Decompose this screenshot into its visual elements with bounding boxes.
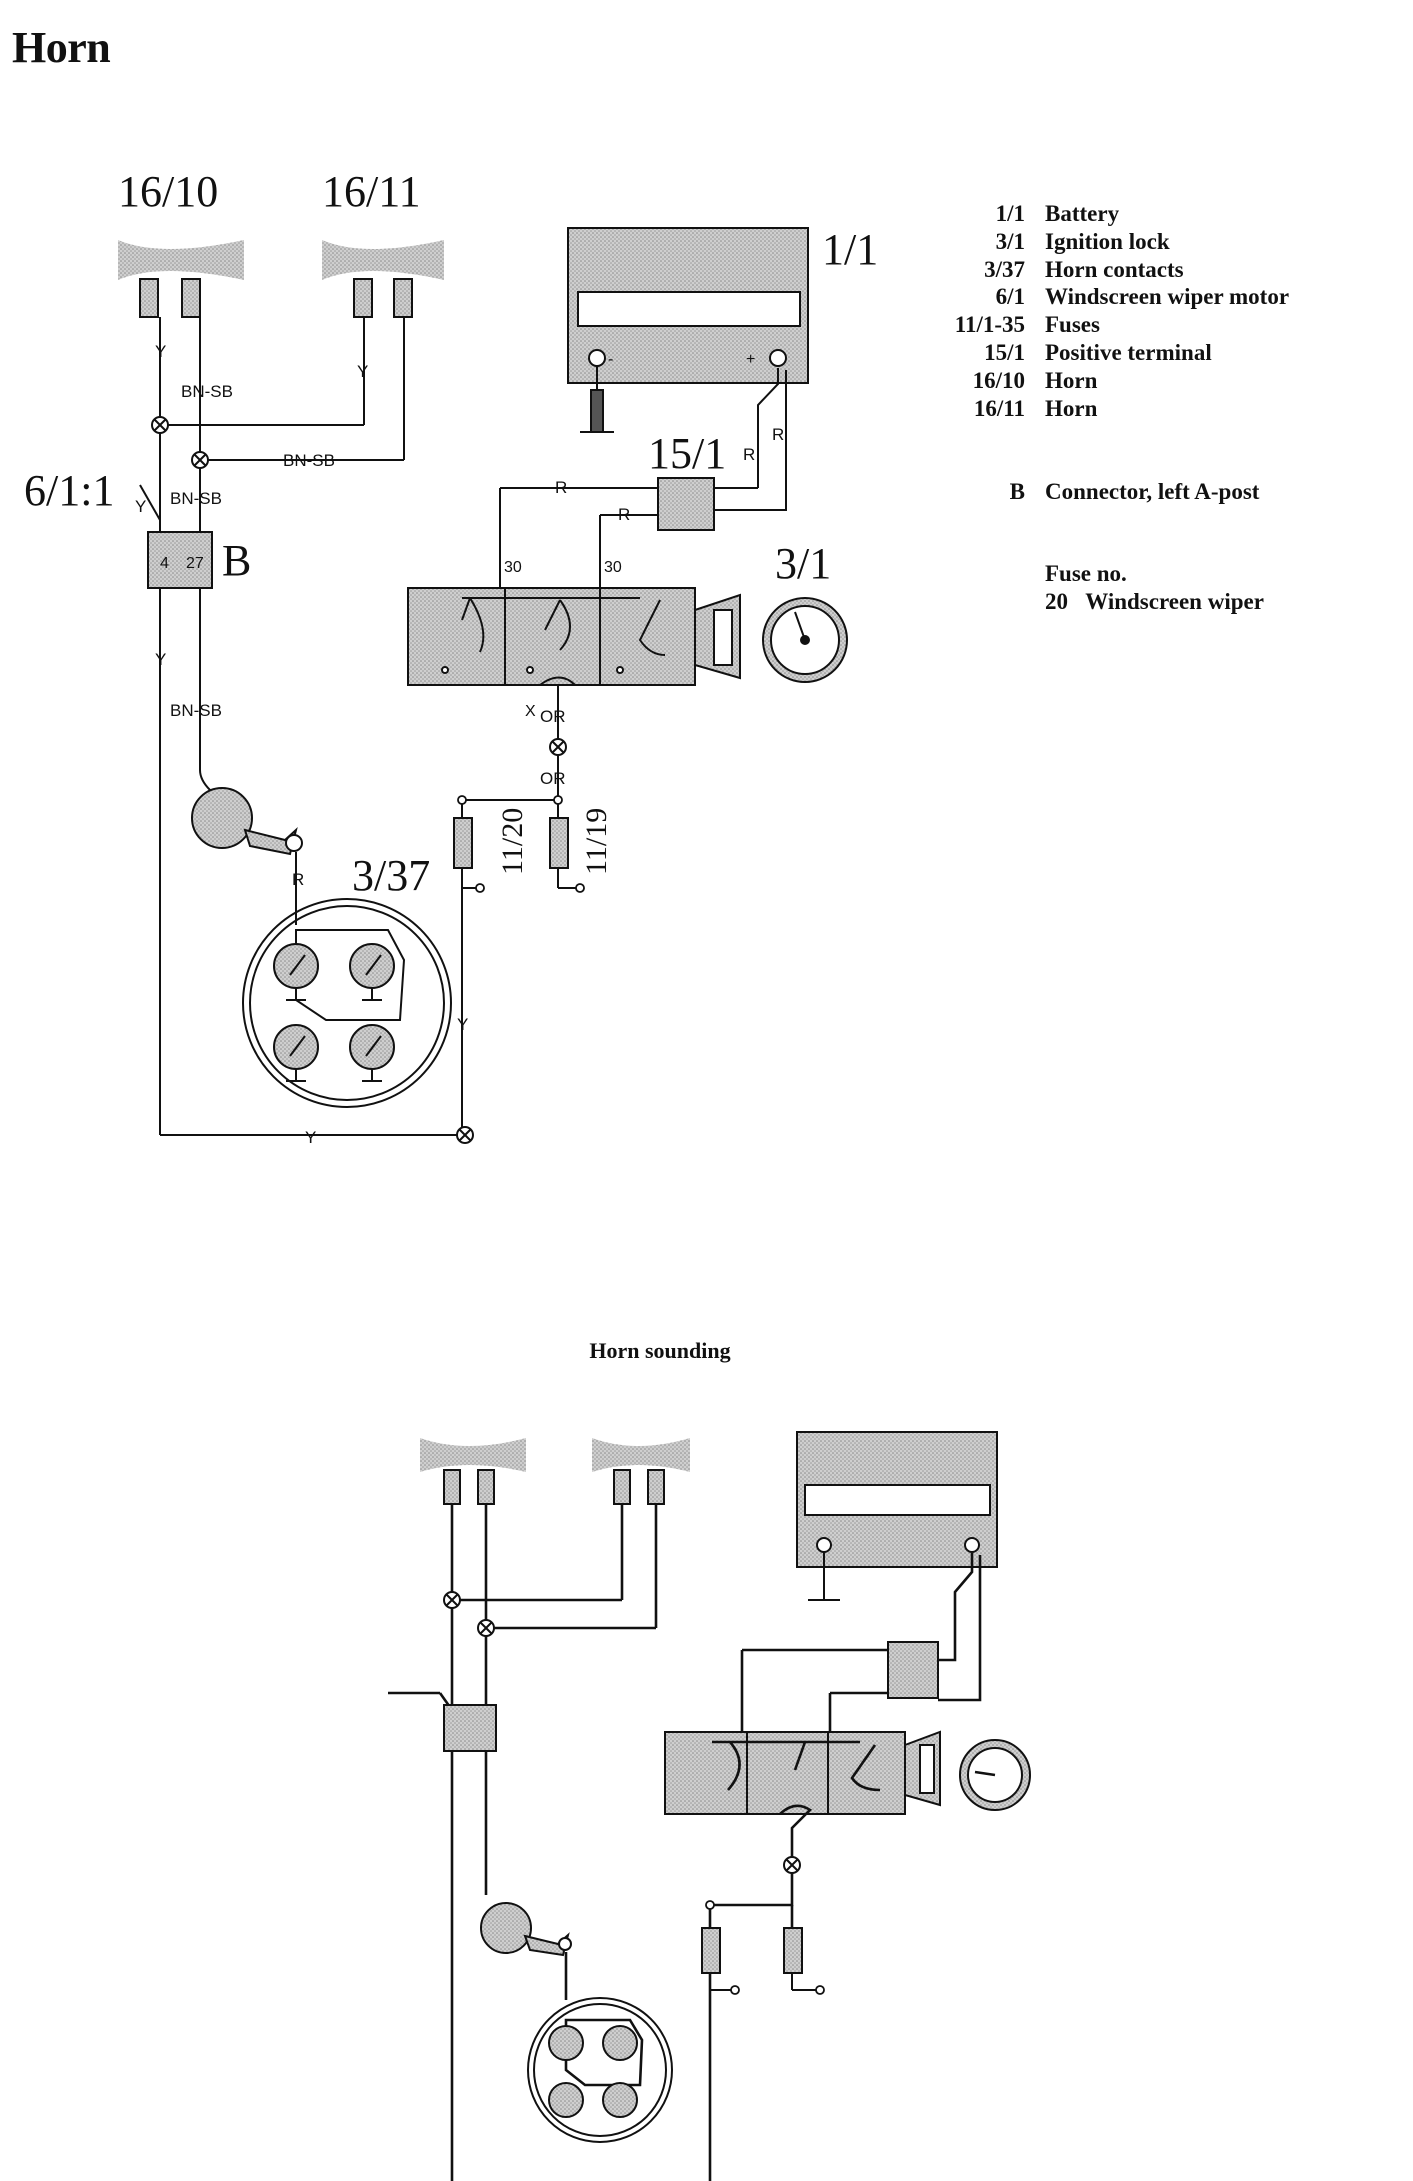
legend-row: 6/1 Windscreen wiper motor [930, 283, 1289, 311]
legend-row: 15/1 Positive terminal [930, 339, 1289, 367]
legend-row: 11/1-35 Fuses [930, 311, 1289, 339]
legend-code: B [1009, 479, 1025, 505]
wire-label: OR [540, 707, 566, 726]
wire-label: R [555, 478, 567, 497]
terminal-label: 30 [604, 559, 622, 576]
legend-desc: Positive terminal [1045, 339, 1212, 365]
horn-contacts-label: 3/37 [352, 851, 430, 900]
wire-label: Y [155, 650, 166, 669]
fuse-desc: Windscreen wiper [1085, 588, 1264, 614]
terminal-label: 30 [504, 559, 522, 576]
connector-label: B [222, 536, 251, 585]
splice-junction [783, 1856, 801, 1874]
legend-row: 3/37 Horn contacts [930, 256, 1289, 284]
wire-label: Y [457, 1015, 468, 1034]
splice-junction [443, 1591, 461, 1609]
section-title: Horn sounding [589, 1338, 731, 1363]
horn-16-10 [118, 240, 244, 318]
fuse-11-20-label: 11/20 [496, 808, 529, 875]
legend-connector-row: B Connector, left A-post [930, 478, 1289, 506]
legend-desc: Windscreen wiper motor [1045, 284, 1290, 310]
wiper-motor-label: 6/1:1 [24, 466, 114, 515]
wire-label: Y [357, 362, 368, 381]
legend-row: 16/11 Horn [930, 395, 1289, 423]
legend-desc: Battery [1045, 201, 1120, 226]
x-label: X [525, 703, 536, 720]
legend-code: 6/1 [995, 284, 1025, 310]
wire-label: R [772, 425, 784, 444]
wire-label: R [292, 870, 304, 889]
splice-junction [151, 416, 169, 434]
fuse-entry: 20 Windscreen wiper [1045, 588, 1289, 616]
legend-desc: Horn [1045, 395, 1098, 421]
fuse-title: Fuse no. [1045, 561, 1127, 587]
wire-label: R [743, 445, 755, 464]
legend-code: 16/11 [973, 395, 1025, 421]
wire-label: Y [305, 1128, 316, 1147]
legend-code: 3/37 [984, 256, 1025, 282]
legend-row: 3/1 Ignition lock [930, 228, 1289, 256]
horn-1-label: 16/10 [118, 167, 218, 216]
legend-code: 3/1 [995, 228, 1025, 254]
splice-junction [191, 451, 209, 469]
wire-label: BN-SB [283, 451, 335, 470]
wire-label: Y [155, 342, 166, 361]
fuse-code: 20 [1045, 588, 1068, 614]
horn-16-11 [322, 240, 444, 318]
positive-terminal-label: 15/1 [648, 429, 726, 478]
wire-label: R [618, 505, 630, 524]
pin-label: 4 [160, 555, 169, 572]
legend-row: 1/1 Battery [930, 200, 1289, 228]
legend-code: 1/1 [995, 201, 1025, 226]
horn-sounding-diagram [388, 1431, 1031, 2181]
legend-desc: Horn [1045, 367, 1098, 393]
legend-code: 16/10 [972, 367, 1025, 393]
splice-junction [456, 1126, 474, 1144]
splice-junction [477, 1619, 495, 1637]
legend-desc: Ignition lock [1045, 228, 1170, 254]
legend-code: 15/1 [984, 339, 1025, 365]
wire-label: BN-SB [170, 489, 222, 508]
splice-junction [549, 738, 567, 756]
legend-code: 11/1-35 [954, 312, 1025, 338]
minus-label: - [608, 351, 613, 368]
legend-desc: Fuses [1045, 312, 1100, 338]
ignition-lock-label: 3/1 [775, 539, 831, 588]
component-legend: 1/1 Battery 3/1 Ignition lock 3/37 Horn con… [930, 200, 1289, 616]
wire-label: BN-SB [181, 382, 233, 401]
legend-desc: Connector, left A-post [1045, 479, 1260, 505]
horn-2-label: 16/11 [322, 167, 421, 216]
battery-label: 1/1 [822, 225, 878, 274]
legend-desc: Horn contacts [1045, 256, 1184, 282]
legend-row: 16/10 Horn [930, 367, 1289, 395]
pin-label: 27 [186, 555, 204, 572]
wire-label: BN-SB [170, 701, 222, 720]
wire-label: OR [540, 769, 566, 788]
plus-label: + [746, 351, 755, 368]
page-title: Horn [12, 23, 111, 72]
wire-label: Y [135, 497, 146, 516]
fuse-11-19-label: 11/19 [580, 808, 613, 875]
